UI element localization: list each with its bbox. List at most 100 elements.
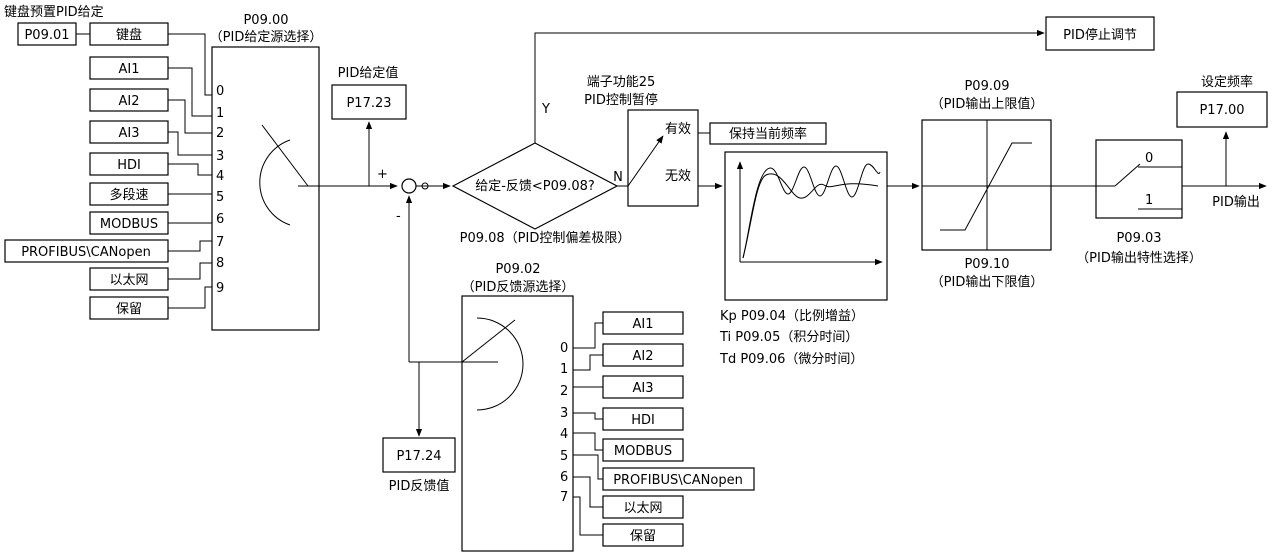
feedback-index-7: 7 — [560, 490, 568, 505]
pid-response-curve — [742, 173, 879, 259]
feedback-selector-box — [461, 295, 574, 552]
setpoint-index-3: 3 — [216, 149, 224, 164]
summing-junction — [401, 178, 417, 194]
stop-regulation-box — [1045, 16, 1155, 51]
feedback-value-param: P17.24 — [396, 449, 441, 464]
decision-no-label: N — [613, 170, 623, 185]
limiter-upper-title: （PID输出上限值） — [931, 96, 1044, 112]
limiter-lower-param: P09.10 — [964, 257, 1009, 272]
setpoint-index-6: 6 — [216, 212, 224, 227]
setpoint-value-title: PID给定值 — [338, 65, 399, 81]
feedback-source-label-hdi: HDI — [631, 413, 655, 428]
feedback-source-label-reserved: 保留 — [630, 529, 656, 544]
limiter-lower-title: （PID输出下限值） — [931, 274, 1044, 290]
feedback-source-box-ai2 — [602, 343, 684, 367]
feedback-value-box — [382, 437, 456, 473]
feedback-source-wiring — [573, 322, 603, 536]
feedback-source-box-ethernet — [602, 495, 684, 519]
feedback-source-box-modbus — [602, 438, 684, 462]
pause-switch-title-1: 端子功能25 — [587, 75, 656, 90]
summing-minus-sign: - — [396, 209, 401, 224]
setpoint-source-label-ethernet: 以太网 — [109, 273, 148, 288]
limiter-upper-param: P09.09 — [964, 79, 1009, 94]
feedback-index-6: 6 — [560, 470, 568, 485]
pid-param-ti: Ti P09.05（积分时间） — [719, 330, 858, 345]
pause-switch-box — [627, 109, 699, 207]
keypad-preset-param: P09.01 — [24, 28, 69, 43]
setpoint-selector-pointer — [261, 124, 309, 187]
setpoint-source-label-hdi: HDI — [117, 158, 141, 173]
feedback-source-label-ai1: AI1 — [633, 317, 654, 332]
deviation-check-text: 给定-反馈<P09.08? — [475, 179, 595, 194]
feedback-index-1: 1 — [560, 362, 568, 377]
output-selector-pos1: 1 — [1145, 193, 1153, 208]
feedback-source-box-hdi — [602, 407, 684, 431]
pause-invalid-label: 无效 — [665, 169, 691, 184]
pid-output-label: PID输出 — [1212, 194, 1260, 210]
output-selector-pos0: 0 — [1145, 151, 1153, 166]
setpoint-source-label-modbus: MODBUS — [100, 217, 158, 232]
setpoint-index-0: 0 — [216, 84, 224, 99]
setpoint-selector-title: （PID给定源选择） — [210, 30, 323, 45]
keypad-preset-title: 键盘预置PID给定 — [4, 4, 104, 20]
feedback-source-box-reserved — [602, 523, 684, 547]
pid-param-kp: Kp P09.04（比例增益） — [720, 309, 864, 324]
setpoint-source-label-profibus: PROFIBUS\CANopen — [21, 245, 151, 260]
output-selector-blade — [1114, 163, 1141, 187]
pause-switch-title-2: PID控制暂停 — [584, 92, 658, 108]
pid-regulator-box — [724, 151, 888, 301]
feedback-source-box-ai3 — [602, 375, 684, 399]
setpoint-selector-box — [211, 46, 320, 331]
hold-frequency-label: 保持当前频率 — [729, 126, 807, 142]
feedback-source-label-modbus: MODBUS — [614, 444, 672, 459]
deviation-limit-caption: P09.08（PID控制偏差极限） — [460, 231, 631, 246]
pause-switch-blade — [627, 135, 664, 187]
setpoint-index-7: 7 — [216, 235, 224, 250]
output-selector-box — [1095, 139, 1183, 219]
pause-valid-label: 有效 — [665, 122, 691, 137]
feedback-index-4: 4 — [560, 427, 568, 442]
feedback-index-5: 5 — [560, 449, 568, 464]
setpoint-source-label-multistep: 多段速 — [109, 187, 148, 203]
setpoint-source-label-reserved: 保留 — [116, 302, 142, 317]
feedback-selector-arc — [476, 317, 524, 411]
feedback-source-box-ai1 — [602, 311, 684, 335]
source-label-keypad: 键盘 — [116, 27, 142, 43]
hold-frequency-box — [709, 122, 827, 145]
setpoint-selector-arc — [259, 139, 291, 226]
feedback-index-0: 0 — [560, 341, 568, 356]
pid-param-td: Td P09.06（微分时间） — [719, 352, 863, 367]
decision-yes-label: Y — [541, 102, 550, 117]
setpoint-index-5: 5 — [216, 190, 224, 205]
feedback-source-label-ai2: AI2 — [633, 349, 654, 364]
set-frequency-param: P17.00 — [1199, 103, 1244, 118]
set-frequency-box — [1176, 91, 1268, 128]
setpoint-index-4: 4 — [216, 169, 224, 184]
feedback-source-label-ai3: AI3 — [633, 381, 654, 396]
setpoint-source-label-ai1: AI1 — [119, 62, 140, 77]
setpoint-index-2: 2 — [216, 126, 224, 141]
setpoint-value-param: P17.23 — [346, 96, 391, 111]
setpoint-selector-indices: 0 1 2 3 4 5 6 7 8 9 — [216, 84, 224, 296]
feedback-selector-param: P09.02 — [495, 262, 540, 277]
output-selector-param: P09.03 — [1116, 231, 1161, 246]
feedback-source-box-profibus — [602, 467, 755, 491]
feedback-selector-pointer — [461, 319, 516, 363]
stop-regulation-label: PID停止调节 — [1063, 27, 1137, 43]
setpoint-value-box — [331, 84, 407, 120]
set-frequency-title: 设定频率 — [1201, 74, 1253, 90]
setpoint-source-label-ai3: AI3 — [119, 126, 140, 141]
setpoint-index-9: 9 — [216, 281, 224, 296]
junction-node — [421, 182, 429, 190]
feedback-source-label-profibus: PROFIBUS\CANopen — [613, 473, 743, 488]
feedback-index-3: 3 — [560, 406, 568, 421]
limiter-curve — [940, 142, 1032, 231]
setpoint-source-label-ai2: AI2 — [119, 94, 140, 109]
summing-plus-sign: + — [377, 167, 388, 182]
feedback-index-2: 2 — [560, 384, 568, 399]
setpoint-selector-param: P09.00 — [243, 13, 288, 28]
feedback-source-list: AI1 AI2 AI3 HDI MODBUS PROFIBUS\CANopen … — [602, 311, 755, 547]
setpoint-index-1: 1 — [216, 106, 224, 121]
pid-oscillation-curve — [742, 163, 881, 259]
